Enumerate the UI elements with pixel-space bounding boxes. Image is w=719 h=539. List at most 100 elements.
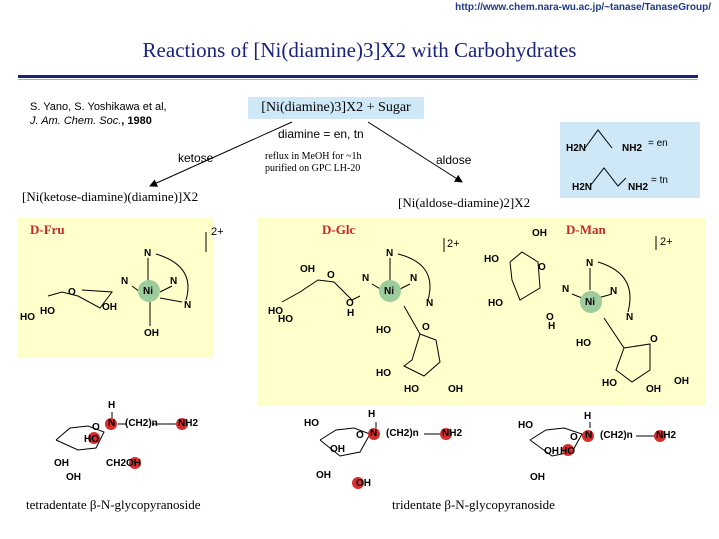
triman-n: N — [585, 430, 593, 441]
triglc-oh-2: OH — [316, 470, 331, 481]
diamine-definition-box — [560, 122, 700, 198]
triglc-ho: HO — [304, 418, 319, 429]
diamine-note: diamine = en, tn — [278, 127, 364, 141]
triglc-oh-1: OH — [330, 444, 345, 455]
glc-h: H — [347, 308, 355, 319]
reference: S. Yano, S. Yoshikawa et al, J. Am. Chem… — [30, 100, 167, 128]
diamine-box-lines — [584, 129, 627, 187]
triglc-o: O — [356, 430, 364, 441]
tetra-oh-2: OH — [66, 472, 81, 483]
fru-complex-lines — [47, 232, 207, 326]
tetra-oh-1: OH — [54, 458, 69, 469]
man-h: H — [548, 321, 556, 332]
tn-label: = tn — [651, 175, 668, 186]
product-ketose: [Ni(ketose-diamine)(diamine)]X2 — [22, 189, 199, 204]
en-nh2: NH2 — [622, 143, 643, 154]
o-dot-tetra-1 — [88, 432, 100, 444]
condition-1: reflux in MeOH for ~1h — [265, 151, 362, 162]
fru-n-left: N — [121, 276, 129, 287]
fru-n-right: N — [170, 276, 178, 287]
slide-title: Reactions of [Ni(diamine)3]X2 with Carbo… — [142, 38, 577, 62]
source-url[interactable]: http://www.chem.nara-wu.ac.jp/~tanase/Ta… — [455, 2, 711, 13]
charge-fru: 2+ — [211, 226, 224, 238]
o-dot-tri-man — [562, 444, 574, 456]
man-n-left: N — [562, 284, 570, 295]
title-rule — [18, 75, 698, 78]
fru-ho-1: HO — [40, 306, 55, 317]
glc-n-left: N — [362, 273, 370, 284]
tetra-o: O — [92, 422, 100, 433]
glc-n-top: N — [386, 248, 394, 259]
triglc-oh-3: OH — [356, 478, 371, 489]
man-ho-1: HO — [484, 254, 499, 265]
product-aldose: [Ni(aldose-diamine)2]X2 — [398, 195, 531, 210]
triman-o: O — [570, 432, 578, 443]
tn-h2n: H2N — [572, 182, 593, 193]
man-o-bridge: O — [546, 312, 554, 323]
man-oh-top: OH — [532, 228, 547, 239]
glc-ho-5: HO — [404, 384, 419, 395]
tetra-ho: HO — [84, 434, 99, 445]
glc-man-panel — [258, 218, 706, 406]
fru-n-top: N — [144, 248, 152, 259]
triman-ho: HO — [518, 420, 533, 431]
reagent-box: [Ni(diamine)3]X2 + Sugar — [248, 97, 424, 119]
triman-oh-2: OH — [530, 472, 545, 483]
glc-ho-3: HO — [376, 325, 391, 336]
triglc-h: H — [368, 409, 376, 420]
glc-ho-1: HO — [268, 306, 283, 317]
n-dot-tetra-2 — [176, 418, 188, 430]
n-dot-tri-glc — [368, 428, 380, 440]
glc-complex-lines — [281, 238, 445, 377]
label-d-man: D-Man — [566, 222, 606, 237]
o-dot-tetra-2 — [129, 457, 141, 469]
man-n-bottom: N — [626, 312, 634, 323]
triman-nh2: NH2 — [656, 430, 677, 441]
o-dot-tri-glc — [352, 477, 364, 489]
glc-o-bridge: O — [346, 298, 354, 309]
reference-year: , 1980 — [121, 115, 152, 127]
tetra-chain: (CH2)n — [125, 418, 158, 429]
triman-chain: (CH2)n — [600, 430, 633, 441]
fru-ni: Ni — [143, 286, 153, 297]
glc-ho-4: HO — [376, 368, 391, 379]
ni-center-glc — [379, 280, 401, 302]
n-dot-tri-man — [582, 430, 594, 442]
reagent-text: [Ni(diamine)3]X2 + Sugar — [261, 100, 411, 115]
man-o-ring: O — [538, 262, 546, 273]
fru-o-ring: O — [68, 287, 76, 298]
n-dot-tri-man-2 — [654, 430, 666, 442]
conditions: reflux in MeOH for ~1h purified on GPC L… — [265, 151, 362, 175]
man-o-ring-2: O — [650, 334, 658, 345]
en-label: = en — [648, 138, 668, 149]
label-d-glc: D-Glc — [322, 222, 356, 237]
man-oh-2: OH — [674, 376, 689, 387]
n-dot-tetra — [105, 418, 117, 430]
triglc-n: N — [370, 428, 378, 439]
tetra-ch2oh: CH2OH — [106, 458, 142, 469]
triglc-chain: (CH2)n — [386, 428, 419, 439]
charge-glc: 2+ — [447, 238, 460, 250]
tetra-n: N — [108, 418, 116, 429]
n-dot-tri-glc-2 — [440, 428, 452, 440]
fru-panel — [18, 218, 214, 358]
man-ho-4: HO — [602, 378, 617, 389]
glc-n-right: N — [410, 273, 418, 284]
man-n-right: N — [610, 286, 618, 297]
triman-oh: OH — [544, 446, 559, 457]
ni-center-man — [580, 291, 602, 313]
charge-man: 2+ — [660, 236, 673, 248]
triman-ho-2: HO — [560, 446, 575, 457]
en-h2n: H2N — [566, 143, 587, 154]
glc-o-ring: O — [327, 270, 335, 281]
fru-oh: OH — [102, 302, 117, 313]
reference-authors: S. Yano, S. Yoshikawa et al, — [30, 101, 167, 113]
glc-ho-2: HO — [278, 314, 293, 325]
condition-2: purified on GPC LH-20 — [265, 163, 361, 174]
title-rule-thin — [18, 79, 698, 80]
reaction-arrows — [149, 121, 463, 187]
aldose-label: aldose — [436, 153, 472, 167]
man-n-top: N — [586, 258, 594, 269]
tetra-h: H — [108, 400, 116, 411]
